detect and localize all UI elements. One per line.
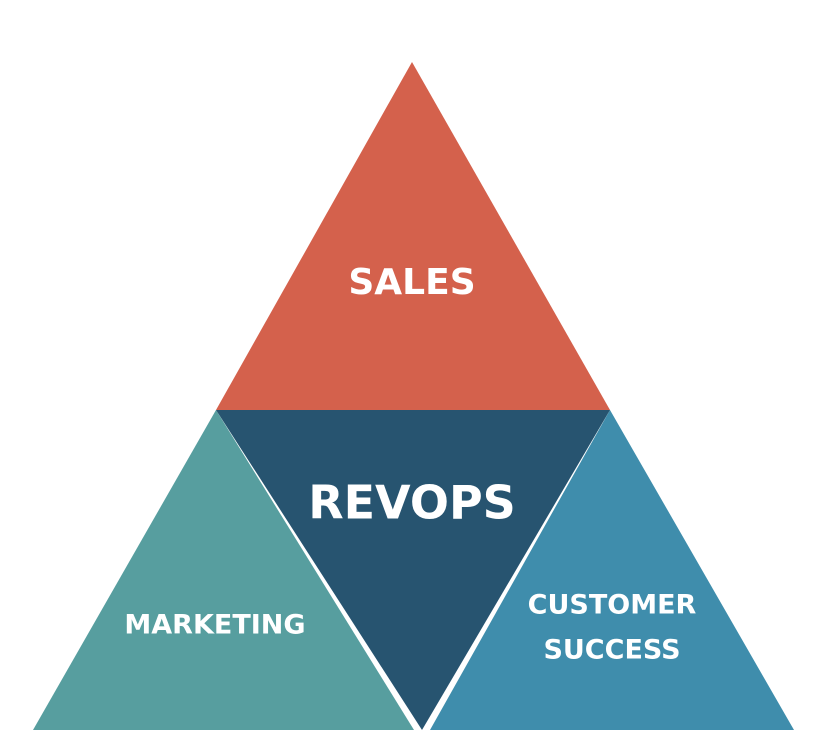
marketing-label: MARKETING xyxy=(124,610,305,641)
revops-label: REVOPS xyxy=(308,476,516,530)
sales-segment xyxy=(216,62,610,410)
customer-success-segment xyxy=(430,410,794,730)
customer-success-label-line1: CUSTOMER xyxy=(528,590,697,621)
marketing-segment xyxy=(33,410,414,730)
sales-label: SALES xyxy=(348,262,475,303)
customer-success-label-line2: SUCCESS xyxy=(543,635,680,666)
revops-segment xyxy=(216,410,610,730)
